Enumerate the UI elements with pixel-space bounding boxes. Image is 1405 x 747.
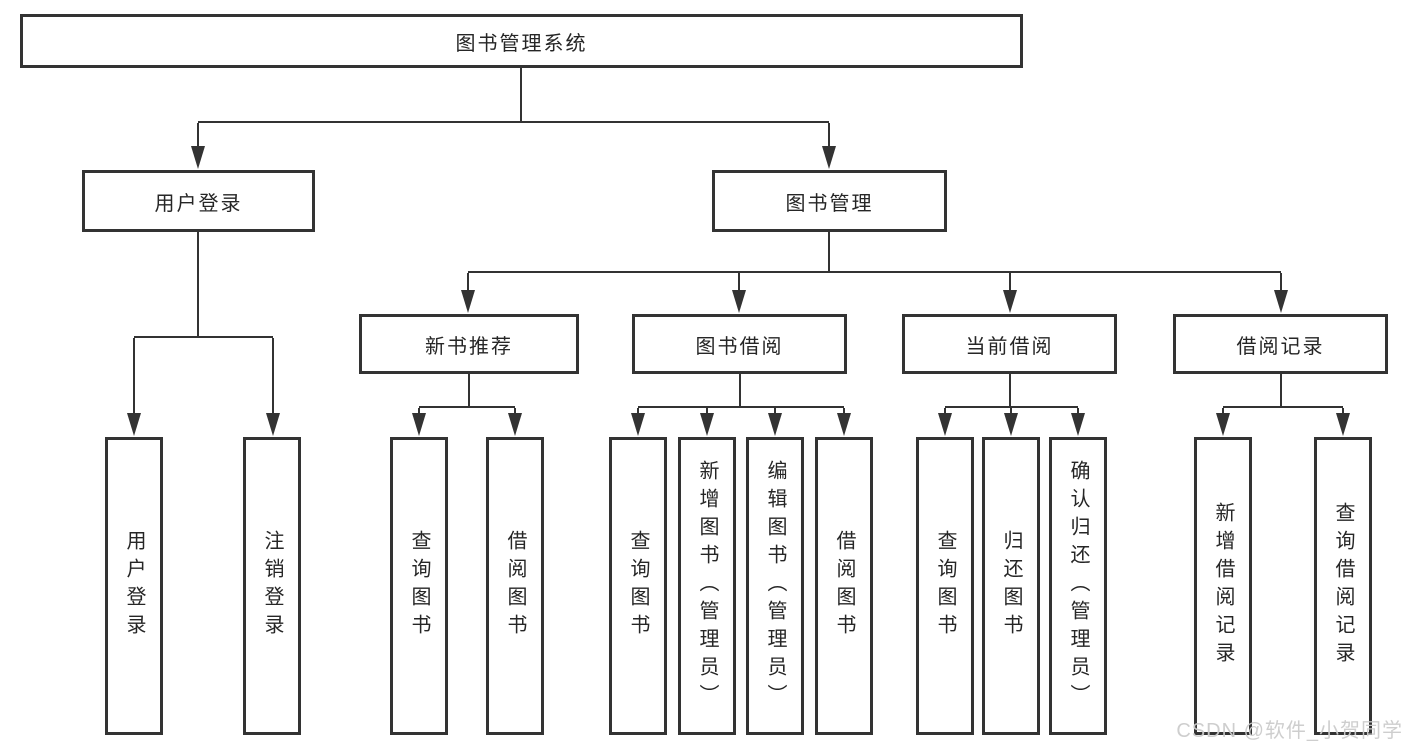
leaf-query-books-recommend: 查询图书: [390, 437, 448, 735]
arrowhead-down-icon: [1003, 290, 1017, 313]
connector-current-borrow-group: [944, 374, 1079, 414]
node-book-borrow: 图书借阅: [632, 314, 847, 374]
leaf-add-borrow-record: 新增借阅记录: [1194, 437, 1252, 735]
arrowhead-down-icon: [938, 413, 952, 436]
arrowhead-down-icon: [700, 413, 714, 436]
leaf-user-login: 用户登录: [105, 437, 163, 735]
arrowhead-down-icon: [631, 413, 645, 436]
node-book-management: 图书管理: [712, 170, 947, 232]
arrowhead-down-icon: [191, 146, 205, 169]
connector-user-login-to-leaves: [133, 232, 274, 415]
arrowheads-group: [127, 146, 1350, 436]
leaf-add-book-admin: 新增图书（管理员）: [678, 437, 736, 735]
arrowhead-down-icon: [1274, 290, 1288, 313]
arrowhead-down-icon: [1071, 413, 1085, 436]
arrowhead-down-icon: [768, 413, 782, 436]
arrowhead-down-icon: [508, 413, 522, 436]
connector-group: [133, 68, 1344, 415]
leaf-borrow-books-borrow: 借阅图书: [815, 437, 873, 735]
leaf-borrow-books-recommend: 借阅图书: [486, 437, 544, 735]
node-user-login: 用户登录: [82, 170, 315, 232]
leaf-logout: 注销登录: [243, 437, 301, 735]
leaf-confirm-return-admin: 确认归还（管理员）: [1049, 437, 1107, 735]
csdn-watermark: CSDN @软件_小贺同学: [1176, 720, 1403, 742]
node-current-borrow: 当前借阅: [902, 314, 1117, 374]
arrowhead-down-icon: [412, 413, 426, 436]
leaf-return-book: 归还图书: [982, 437, 1040, 735]
arrowhead-down-icon: [822, 146, 836, 169]
arrowhead-down-icon: [1216, 413, 1230, 436]
arrowhead-down-icon: [266, 413, 280, 436]
connector-root-to-level2: [197, 68, 830, 148]
leaf-query-books-borrow: 查询图书: [609, 437, 667, 735]
leaf-query-borrow-record: 查询借阅记录: [1314, 437, 1372, 735]
arrowhead-down-icon: [1336, 413, 1350, 436]
node-new-book-recommend: 新书推荐: [359, 314, 579, 374]
arrowhead-down-icon: [1004, 413, 1018, 436]
node-library-system: 图书管理系统: [20, 14, 1023, 68]
leaf-query-books-current: 查询图书: [916, 437, 974, 735]
node-borrow-records: 借阅记录: [1173, 314, 1388, 374]
connector-book-borrow-group: [637, 374, 845, 414]
connector-book-management-to-level3: [467, 232, 1282, 291]
arrowhead-down-icon: [732, 290, 746, 313]
leaf-edit-book-admin: 编辑图书（管理员）: [746, 437, 804, 735]
arrowhead-down-icon: [127, 413, 141, 436]
connector-borrow-record-group: [1222, 374, 1344, 414]
arrowhead-down-icon: [461, 290, 475, 313]
connector-new-book-group: [418, 374, 516, 414]
arrowhead-down-icon: [837, 413, 851, 436]
